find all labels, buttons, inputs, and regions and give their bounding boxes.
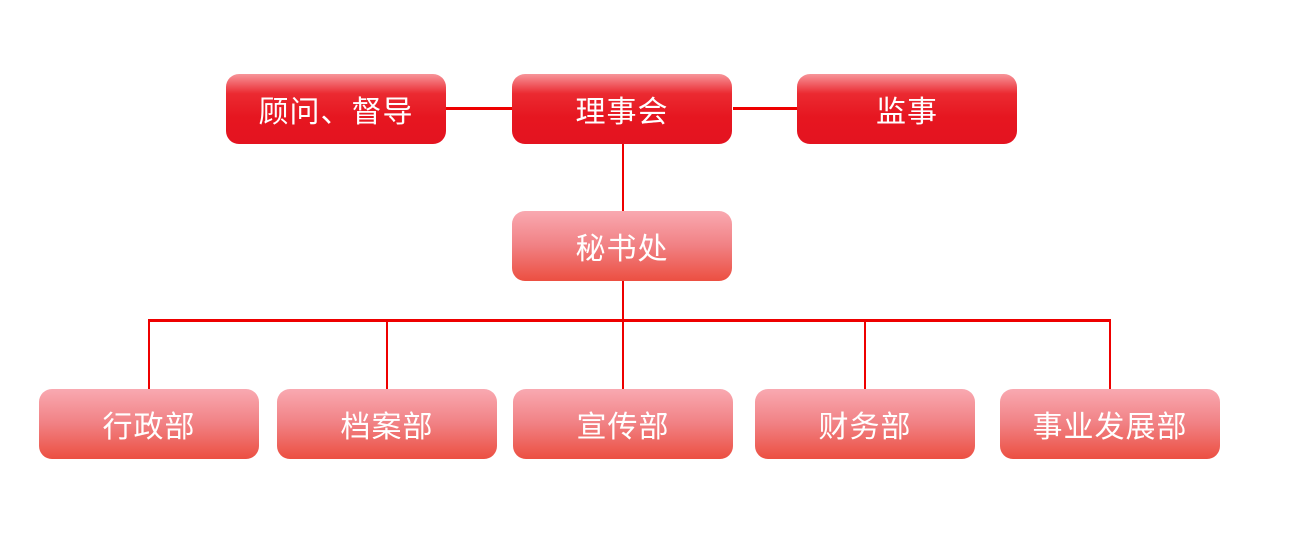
org-node-secretariat: 秘书处 (512, 211, 732, 281)
connector-line (147, 319, 151, 389)
org-node-dept-business-development: 事业发展部 (1000, 389, 1220, 459)
org-node-dept-publicity: 宣传部 (513, 389, 733, 459)
connector-line (621, 281, 625, 389)
connector-line (733, 107, 797, 110)
connector-line (446, 107, 513, 110)
org-node-advisor-supervision: 顾问、督导 (226, 74, 446, 144)
connector-line (147, 319, 1111, 322)
connector-line (1108, 319, 1112, 389)
org-node-board-of-directors: 理事会 (512, 74, 732, 144)
connector-line (621, 144, 625, 211)
org-node-dept-archives: 档案部 (277, 389, 497, 459)
org-node-dept-administration: 行政部 (39, 389, 259, 459)
connector-line (385, 319, 389, 389)
connector-line (863, 319, 867, 389)
org-node-dept-finance: 财务部 (755, 389, 975, 459)
org-node-supervisor: 监事 (797, 74, 1017, 144)
